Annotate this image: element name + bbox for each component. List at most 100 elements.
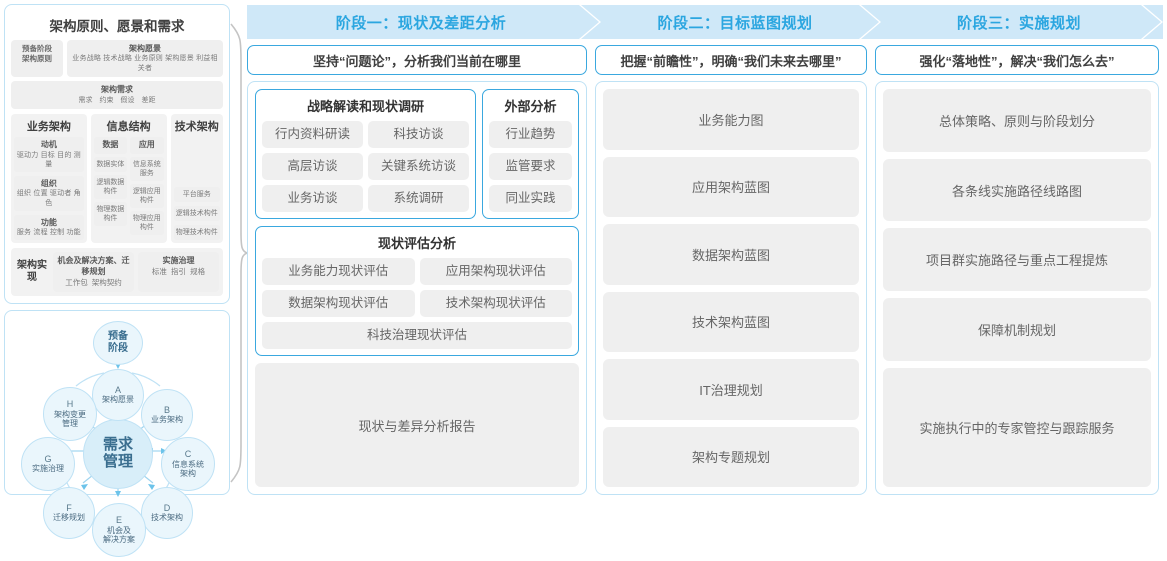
- togaf-vision-label: 架构愿景: [129, 44, 161, 53]
- togaf-info-data-item: 逻辑数据构件: [93, 174, 128, 200]
- chip-item[interactable]: 监管要求: [489, 153, 572, 180]
- list-item[interactable]: 保障机制规划: [883, 298, 1151, 361]
- assessment-row: 科技治理现状评估: [262, 322, 572, 349]
- phase-columns: 阶段一：现状及差距分析 阶段二：目标蓝图规划 阶段三：实施规划 坚持“问题论”，…: [247, 5, 1163, 495]
- phase-1-report-card[interactable]: 现状与差异分析报告: [255, 363, 579, 487]
- togaf-info-data-item: 数据实体: [93, 156, 128, 172]
- group-strategy-research-title: 战略解读和现状调研: [306, 99, 424, 114]
- phase-3-content: 总体策略、原则与阶段划分 各条线实施路径线路图 项目群实施路径与重点工程提炼 保…: [875, 81, 1159, 495]
- list-item[interactable]: 业务能力图: [603, 89, 859, 150]
- phase-column-2: 把握“前瞻性”，明确“我们未来去哪里” 业务能力图 应用架构蓝图 数据架构蓝图 …: [595, 45, 867, 495]
- phase-header-1[interactable]: 阶段一：现状及差距分析: [247, 5, 595, 39]
- togaf-tech-item: 物理技术构件: [173, 225, 220, 241]
- phase-header-3-label: 阶段三：实施规划: [956, 14, 1081, 32]
- adm-node-f-name: 迁移规划: [53, 513, 85, 523]
- togaf-implementation-card-items: 工作包 架构契约: [65, 277, 122, 287]
- togaf-prep-line2: 架构原则: [22, 53, 52, 63]
- left-reference-column: 架构原则、愿景和需求 预备阶段 架构原则 架构愿景 业务战略 技术战略 业务原则…: [4, 4, 230, 557]
- list-item[interactable]: 技术架构蓝图: [603, 291, 859, 352]
- group-strategy-research: 战略解读和现状调研 行内资料研读 科技访谈 高层访谈 关键系统访谈 业务访谈 系…: [255, 89, 476, 219]
- togaf-implementation-card-title: 机会及解决方案、迁移规划: [57, 256, 130, 276]
- list-item[interactable]: 数据架构蓝图: [603, 224, 859, 285]
- togaf-framework-title: 架构原则、愿景和需求: [49, 19, 185, 34]
- phase-column-3: 强化“落地性”，解决“我们怎么去” 总体策略、原则与阶段划分 各条线实施路径线路…: [875, 45, 1159, 495]
- chip-item[interactable]: 行业趋势: [489, 121, 572, 148]
- togaf-business-block-label: 动机: [40, 140, 57, 150]
- togaf-info-data-group: 数据 数据实体 逻辑数据构件 物理数据构件: [93, 137, 128, 240]
- togaf-implementation-card-items: 标准 指引 规格: [151, 266, 206, 276]
- adm-node-d: D 技术架构: [141, 486, 193, 539]
- list-item[interactable]: 实施执行中的专家管控与跟踪服务: [883, 367, 1151, 488]
- togaf-implementation-card: 实施治理 标准 指引 规格: [138, 252, 219, 292]
- phase-2-item-list: 业务能力图 应用架构蓝图 数据架构蓝图 技术架构蓝图 IT治理规划 架构专题规划: [603, 89, 859, 487]
- togaf-business-block-label: 功能: [40, 217, 57, 227]
- list-item[interactable]: IT治理规划: [603, 359, 859, 420]
- list-item[interactable]: 架构专题规划: [603, 426, 859, 487]
- togaf-business-block-items: 驱动力 目标 目的 测量: [16, 151, 81, 168]
- adm-node-g: G 实施治理: [21, 436, 75, 491]
- togaf-business-block: 动机 驱动力 目标 目的 测量: [14, 137, 84, 173]
- chip-item[interactable]: 系统调研: [368, 185, 469, 212]
- chip-item[interactable]: 业务能力现状评估: [262, 258, 415, 285]
- adm-node-prep: 预备阶段: [93, 320, 143, 365]
- adm-node-h-name: 架构变更管理: [54, 409, 86, 428]
- adm-node-a: A 架构愿景: [92, 368, 144, 421]
- chip-item[interactable]: 业务访谈: [262, 185, 363, 212]
- togaf-implementation-card-title: 实施治理: [162, 256, 195, 266]
- togaf-prep-card: 预备阶段 架构原则: [11, 40, 63, 78]
- chip-item[interactable]: 同业实践: [489, 185, 572, 212]
- phase-header-2[interactable]: 阶段二：目标蓝图规划: [595, 5, 875, 39]
- togaf-tech-item: 逻辑技术构件: [173, 205, 220, 221]
- togaf-implementation-card: 机会及解决方案、迁移规划 工作包 架构契约: [53, 252, 134, 292]
- togaf-info-app-item: 信息系统服务: [130, 156, 164, 182]
- adm-node-b-name: 业务架构: [151, 415, 183, 425]
- togaf-business-block-items: 服务 流程 控制 功能: [16, 229, 81, 236]
- togaf-column-technology-title: 技术架构: [174, 121, 219, 134]
- togaf-vision-card: 架构愿景 业务战略 技术战略 业务原则 架构愿景 利益相关者: [67, 40, 223, 78]
- togaf-tech-item: 平台服务: [173, 186, 220, 202]
- chip-item[interactable]: 关键系统访谈: [368, 153, 469, 180]
- adm-node-b-letter: B: [163, 405, 170, 416]
- phase-2-content: 业务能力图 应用架构蓝图 数据架构蓝图 技术架构蓝图 IT治理规划 架构专题规划: [595, 81, 867, 495]
- grouping-brace: [230, 23, 248, 483]
- chip-item[interactable]: 技术架构现状评估: [419, 290, 572, 317]
- togaf-business-block: 组织 组织 位置 驱动者 角色: [14, 176, 84, 211]
- adm-node-b: B 业务架构: [141, 388, 193, 441]
- togaf-vision-items: 业务战略 技术战略 业务原则 架构愿景 利益相关者: [72, 55, 218, 72]
- togaf-column-information: 信息结构 数据 数据实体 逻辑数据构件 物理数据构件 应用 信息系统服务 逻辑应…: [90, 114, 167, 244]
- adm-node-c: C 信息系统架构: [161, 436, 215, 491]
- togaf-info-app-head: 应用: [130, 137, 164, 154]
- list-item[interactable]: 项目群实施路径与重点工程提炼: [883, 228, 1151, 292]
- list-item[interactable]: 各条线实施路径线路图: [883, 158, 1151, 222]
- assessment-row: 数据架构现状评估 技术架构现状评估: [262, 290, 572, 317]
- list-item[interactable]: 应用架构蓝图: [603, 156, 859, 217]
- chip-item[interactable]: 行内资料研读: [262, 121, 363, 148]
- group-strategy-research-row: 行内资料研读 科技访谈: [262, 121, 469, 148]
- togaf-business-block-items: 组织 位置 驱动者 角色: [16, 190, 81, 207]
- chip-item[interactable]: 科技治理现状评估: [262, 322, 572, 349]
- adm-node-f-letter: F: [66, 503, 72, 514]
- togaf-business-block-label: 组织: [40, 179, 57, 189]
- chip-item[interactable]: 应用架构现状评估: [419, 258, 572, 285]
- group-external-analysis-title: 外部分析: [504, 99, 557, 114]
- togaf-requirements-items: 需求 约束 假设 差距: [78, 96, 156, 104]
- phase-header-band: 阶段一：现状及差距分析 阶段二：目标蓝图规划 阶段三：实施规划: [247, 5, 1163, 39]
- assessment-row: 业务能力现状评估 应用架构现状评估: [262, 258, 572, 285]
- phase-column-1: 坚持“问题论”，分析我们当前在哪里 战略解读和现状调研 行内资料研读 科技访谈 …: [247, 45, 587, 495]
- phase-2-tagline: 把握“前瞻性”，明确“我们未来去哪里”: [595, 45, 867, 75]
- adm-node-c-name: 信息系统架构: [172, 459, 204, 478]
- chip-item[interactable]: 数据架构现状评估: [262, 290, 415, 317]
- chip-item[interactable]: 高层访谈: [262, 153, 363, 180]
- adm-cycle-diagram: 预备阶段 需求管理 A 架构愿景 B 业务架构 C 信息系统架构: [5, 311, 229, 557]
- group-current-state-assessment-title: 现状评估分析: [377, 236, 456, 251]
- togaf-info-data-item: 物理数据构件: [93, 202, 128, 227]
- phase-header-1-label: 阶段一：现状及差距分析: [335, 14, 507, 32]
- phase-1-content: 战略解读和现状调研 行内资料研读 科技访谈 高层访谈 关键系统访谈 业务访谈 系…: [247, 81, 587, 495]
- list-item[interactable]: 总体策略、原则与阶段划分: [883, 89, 1151, 152]
- phase-header-3[interactable]: 阶段三：实施规划: [875, 5, 1163, 39]
- adm-node-f: F 迁移规划: [43, 486, 95, 539]
- adm-node-d-name: 技术架构: [151, 513, 183, 523]
- togaf-info-app-group: 应用 信息系统服务 逻辑应用构件 物理应用构件: [130, 137, 164, 240]
- phase-1-top-row: 战略解读和现状调研 行内资料研读 科技访谈 高层访谈 关键系统访谈 业务访谈 系…: [255, 89, 579, 219]
- chip-item[interactable]: 科技访谈: [368, 121, 469, 148]
